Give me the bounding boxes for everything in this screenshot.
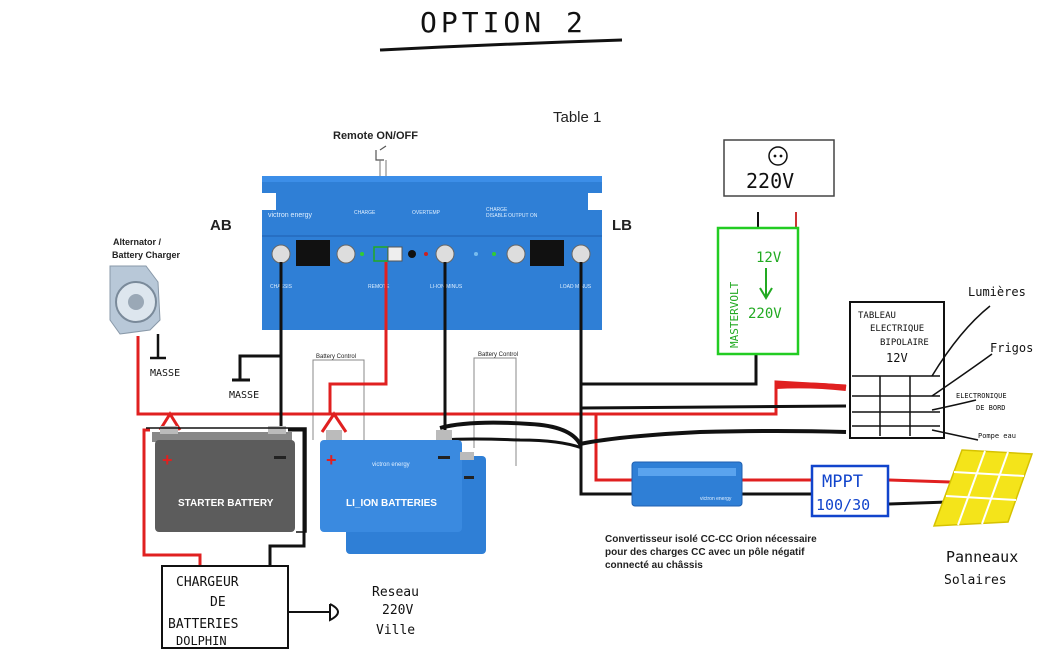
electronique-label-1: ELECTRONIQUE — [956, 392, 1007, 400]
orion-caption-3: connecté au châssis — [605, 560, 703, 571]
electronique-label-2: DE BORD — [976, 404, 1006, 412]
socket-icon — [768, 146, 788, 166]
orion-caption-1: Convertisseur isolé CC-CC Orion nécessai… — [605, 534, 817, 545]
victron-battery-protect: victron energy CHARGE OVERTEMP CHARGE DI… — [262, 176, 602, 330]
chargeur-line-1: CHARGEUR — [176, 575, 239, 590]
victron-overtemp-label: OVERTEMP — [412, 210, 441, 216]
victron-output-label: OUTPUT ON — [508, 213, 538, 219]
remote-terminal-2 — [387, 246, 403, 262]
orion-converter: victron energy — [631, 461, 743, 507]
diagram-title: OPTION 2 — [420, 6, 587, 39]
remote-label: Remote ON/OFF — [333, 130, 418, 142]
mastervolt-inverter: MASTERVOLT 12V 220V — [716, 226, 800, 356]
reseau-line-1: Reseau — [372, 585, 419, 600]
outlet-label: 220V — [746, 169, 794, 193]
li-ion-label: LI_ION BATTERIES — [346, 498, 437, 509]
battery-control-wire-2 — [473, 357, 517, 466]
mppt-controller: MPPT 100/30 — [810, 464, 890, 518]
li-ion-brand: victron energy — [372, 462, 410, 468]
tableau-line-2: ELECTRIQUE — [870, 324, 924, 334]
plug-icon — [288, 603, 339, 622]
terminal-block-right — [530, 240, 564, 266]
orion-brand: victron energy — [700, 496, 732, 502]
panneaux-label-1: Panneaux — [946, 548, 1018, 566]
victron-charge-label-2: CHARGE — [486, 207, 508, 213]
li-ion-minus-terminal — [435, 244, 455, 264]
terminal-block-left — [296, 240, 330, 266]
load-minus-terminal — [571, 244, 591, 264]
mastervolt-label: MASTERVOLT — [728, 281, 741, 348]
tableau-line-3: BIPOLAIRE — [880, 338, 929, 348]
frigos-label: Frigos — [990, 341, 1033, 355]
starter-minus — [274, 456, 286, 459]
negative-wires — [232, 212, 949, 568]
mppt-rating: 100/30 — [816, 496, 870, 514]
reseau-line-3: Ville — [376, 623, 415, 638]
chargeur-line-4: DOLPHIN — [176, 634, 227, 648]
mppt-label: MPPT — [822, 472, 863, 492]
tableau-line-1: TABLEAU — [858, 311, 896, 321]
victron-load-minus-label: LOAD MINUS — [560, 284, 592, 290]
panneaux-label-2: Solaires — [944, 573, 1007, 588]
alternator-label-1: Alternator / — [113, 237, 162, 247]
tableau-outputs — [931, 305, 993, 441]
victron-disable-label: DISABLE — [486, 213, 508, 219]
lumieres-label: Lumières — [968, 285, 1026, 299]
lb-label: LB — [612, 217, 632, 234]
starter-battery-label: STARTER BATTERY — [178, 498, 274, 509]
starter-plus: + — [162, 450, 173, 470]
orion-caption-2: pour des charges CC avec un pôle négatif — [605, 547, 805, 558]
tableau-electrique: TABLEAU ELECTRIQUE BIPOLAIRE 12V — [849, 301, 945, 439]
outlet-220v: 220V — [723, 139, 835, 197]
chargeur-line-2: DE — [210, 595, 226, 610]
victron-charge-label: CHARGE — [354, 210, 376, 216]
terminal-bolt — [336, 244, 356, 264]
tableau-line-4: 12V — [886, 351, 908, 365]
battery-control-wire-1 — [312, 359, 365, 440]
alternator-icon — [109, 265, 161, 335]
ab-label: AB — [210, 217, 232, 234]
pompe-label: Pompe eau — [978, 432, 1016, 440]
starter-outline — [146, 427, 307, 533]
battery-control-label-2: Battery Control — [478, 352, 518, 358]
li-ion-minus — [438, 456, 450, 459]
victron-remote-label: REMOTE — [368, 284, 390, 290]
terminal-bolt-2 — [506, 244, 526, 264]
chassis-terminal — [271, 244, 291, 264]
remote-switch-icon — [375, 145, 387, 161]
alternator-label-2: Battery Charger — [112, 250, 181, 260]
masse-label-2: MASSE — [229, 390, 259, 401]
solar-panel — [932, 449, 1034, 527]
mastervolt-output: 220V — [748, 306, 782, 322]
reseau-line-2: 220V — [382, 603, 413, 618]
title-underline — [379, 38, 623, 52]
chargeur-line-3: BATTERIES — [168, 617, 238, 632]
li-ion-batteries: + victron energy LI_ION BATTERIES — [320, 430, 486, 554]
li-ion-plus: + — [326, 450, 337, 470]
table-label: Table 1 — [553, 109, 601, 126]
mastervolt-input: 12V — [756, 250, 782, 266]
starter-battery: + STARTER BATTERY — [152, 426, 295, 532]
victron-brand: victron energy — [268, 212, 312, 219]
battery-control-label-1: Battery Control — [316, 354, 356, 360]
tableau-feed-red — [775, 382, 847, 391]
chargeur-dolphin: CHARGEUR DE BATTERIES DOLPHIN — [161, 565, 289, 649]
arrow-down-icon — [759, 268, 773, 300]
masse-label-1: MASSE — [150, 368, 180, 379]
